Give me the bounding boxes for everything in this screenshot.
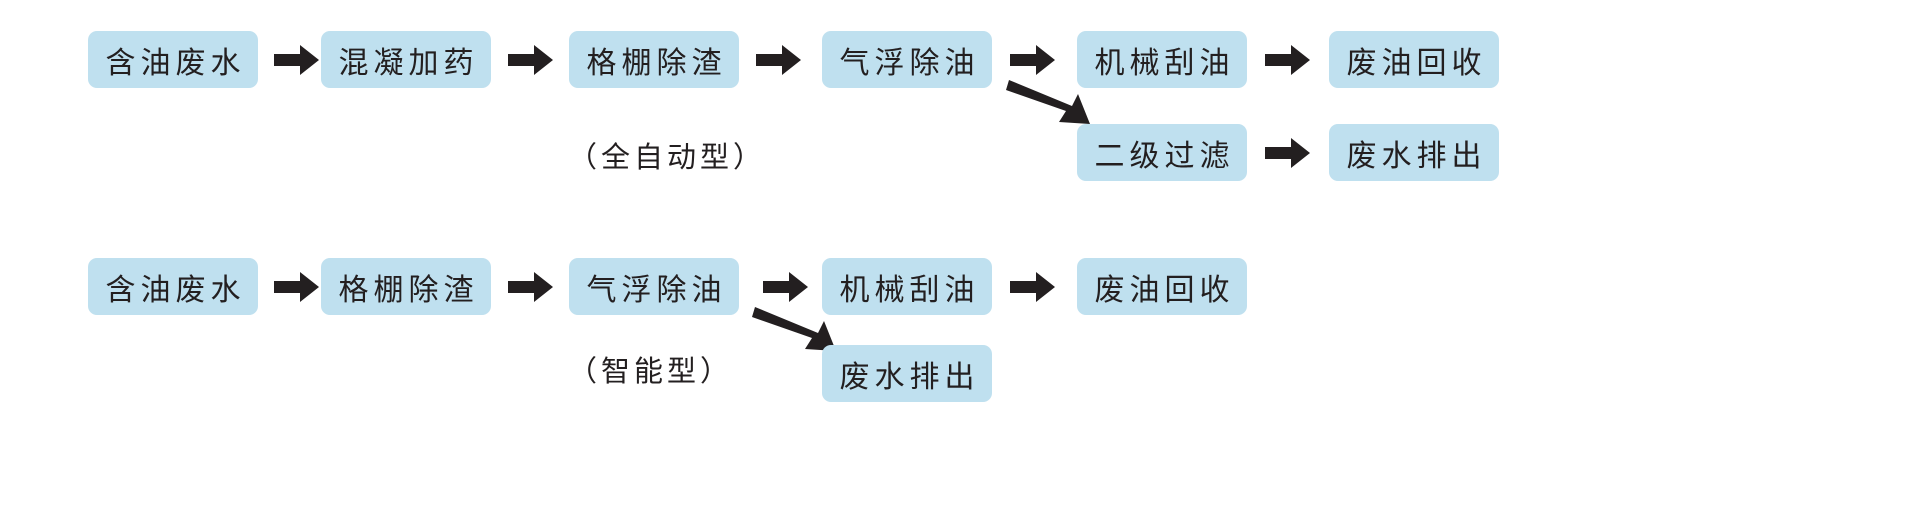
node-label: 废油回收 [1346,46,1487,80]
arrow-right-icon [274,271,320,303]
node-label: 废水排出 [1346,139,1487,173]
node-auto-branch-1: 废水排出 [1329,124,1499,181]
arrow-branch-down-icon [1006,78,1092,126]
node-label: 含油废水 [105,46,246,80]
node-label: 机械刮油 [839,273,980,307]
flow-note-smart: （智能型） [568,356,734,388]
node-label: 废水排出 [839,360,980,394]
node-auto-branch-0: 二级过滤 [1077,124,1247,181]
arrow-right-icon [756,44,802,76]
node-smart-4: 废油回收 [1077,258,1247,315]
node-label: 机械刮油 [1094,46,1235,80]
arrow-right-icon [508,44,554,76]
arrow-right-icon [274,44,320,76]
node-label: 二级过滤 [1094,139,1235,173]
node-auto-4: 机械刮油 [1077,31,1247,88]
node-smart-0: 含油废水 [88,258,258,315]
node-auto-1: 混凝加药 [321,31,491,88]
arrow-right-icon [1010,271,1056,303]
node-label: 含油废水 [105,273,246,307]
node-label: 格棚除渣 [338,273,479,307]
node-smart-3: 机械刮油 [822,258,992,315]
arrow-branch-down-icon [752,305,838,353]
node-label: 气浮除油 [839,46,980,80]
node-label: 混凝加药 [338,46,479,80]
node-smart-2: 气浮除油 [569,258,739,315]
arrow-right-icon [1010,44,1056,76]
arrow-right-icon [1265,44,1311,76]
arrow-right-icon [508,271,554,303]
node-label: 废油回收 [1094,273,1235,307]
node-auto-0: 含油废水 [88,31,258,88]
node-auto-2: 格棚除渣 [569,31,739,88]
node-smart-branch-0: 废水排出 [822,345,992,402]
flow-note-auto: （全自动型） [568,142,767,174]
node-smart-1: 格棚除渣 [321,258,491,315]
node-label: 格棚除渣 [586,46,727,80]
node-auto-5: 废油回收 [1329,31,1499,88]
arrow-right-icon [1265,137,1311,169]
node-label: 气浮除油 [586,273,727,307]
node-auto-3: 气浮除油 [822,31,992,88]
arrow-right-icon [763,271,809,303]
